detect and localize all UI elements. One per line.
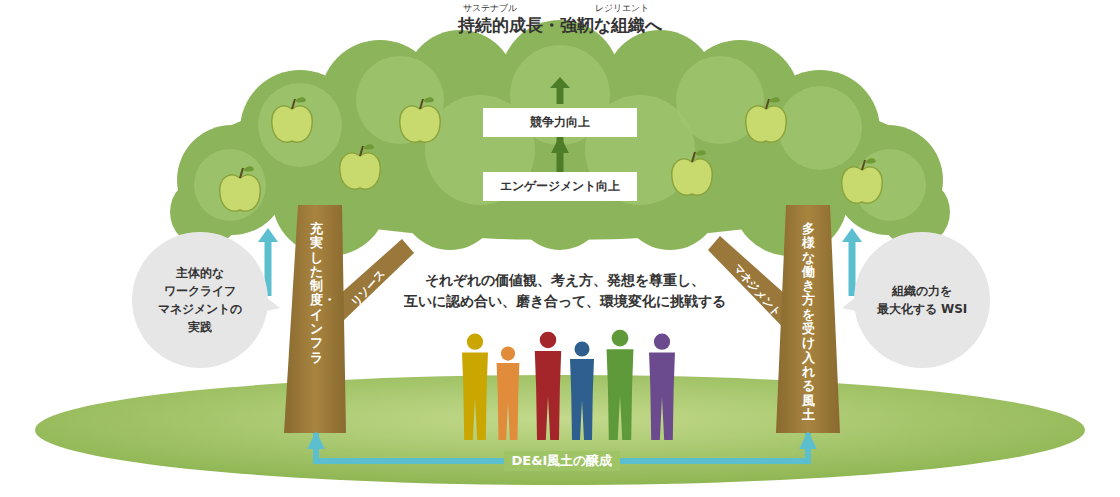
node-text: エンゲージメント向上 — [500, 178, 620, 195]
apple-body — [672, 159, 712, 195]
up-arrow-head — [550, 77, 570, 88]
canopy-highlight — [194, 149, 266, 221]
right-trunk — [776, 205, 840, 433]
apple-leaf — [363, 144, 374, 149]
person-silhouette — [462, 334, 488, 440]
apple-leaf — [243, 166, 254, 171]
apple — [672, 150, 712, 195]
trunk-label: 充実した制度・インフラ — [290, 210, 342, 433]
apple-body — [842, 167, 882, 203]
apple — [340, 144, 380, 189]
apple — [842, 158, 882, 203]
person-silhouette — [607, 330, 634, 440]
result-box: エンゲージメント向上 — [483, 172, 637, 201]
trunk-label: 多様な働き方を受け入れる風土 — [782, 210, 834, 433]
person-silhouette — [570, 342, 594, 441]
circle-fill — [132, 232, 268, 368]
ruby: レジリエント — [592, 2, 652, 15]
apple — [272, 97, 312, 142]
person-head — [540, 332, 557, 349]
canopy — [170, 20, 950, 256]
apple-stem — [292, 99, 295, 109]
person-head — [612, 330, 629, 347]
speech-circle: 主体的な ワークライフ マネジメントの 実践 — [132, 232, 268, 368]
person-head — [501, 346, 515, 360]
apple-leaf — [423, 97, 434, 102]
person-silhouette — [497, 346, 520, 440]
person-silhouette — [535, 332, 561, 440]
apples — [220, 97, 882, 211]
ruby: サステナブル — [455, 2, 525, 15]
apple — [746, 97, 786, 142]
apple-stem — [692, 152, 695, 162]
up-arrow-shaft — [849, 240, 856, 296]
speech-circle: 組織の力を 最大化する WSI — [854, 232, 990, 368]
apple-body — [400, 106, 440, 142]
apple-body — [340, 153, 380, 189]
apple-body — [272, 106, 312, 142]
apple-stem — [420, 99, 423, 109]
person-body — [462, 353, 488, 440]
person-body — [570, 359, 594, 440]
person-head — [467, 334, 483, 350]
canopy-highlight — [258, 83, 342, 167]
up-arrow-shaft — [557, 86, 564, 104]
person-head — [654, 334, 670, 350]
node-text: 主体的な ワークライフ マネジメントの 実践 — [145, 264, 255, 336]
apple-leaf — [769, 97, 780, 102]
node-text: 組織の力を 最大化する WSI — [867, 282, 977, 318]
node-text: 多様な働き方を受け入れる風土 — [802, 222, 815, 422]
circle-shape — [854, 232, 990, 368]
apple-body — [746, 106, 786, 142]
title: 持続的成長・強靭な組織へ — [0, 14, 1120, 37]
apple-leaf — [865, 158, 876, 163]
person-body — [535, 351, 561, 440]
ground — [35, 375, 1085, 485]
apple-leaf — [695, 150, 706, 155]
canopy-highlight — [356, 56, 444, 144]
left-trunk — [284, 205, 346, 433]
apple-body — [220, 175, 260, 211]
up-arrow-head — [842, 228, 862, 242]
person-head — [575, 342, 590, 357]
apple-stem — [360, 146, 363, 156]
apple-stem — [766, 99, 769, 109]
apple — [400, 97, 440, 142]
result-box: 競争力向上 — [483, 108, 637, 137]
apple — [220, 166, 260, 211]
canopy-highlight — [778, 86, 862, 170]
edge-label: DE&I風土の醸成 — [504, 451, 621, 471]
node-text: 競争力向上 — [530, 114, 590, 131]
arrow-connector — [557, 137, 564, 172]
apple-stem — [240, 168, 243, 178]
circle-shape — [132, 232, 268, 368]
person-body — [497, 363, 520, 440]
person-body — [649, 353, 675, 440]
apple-leaf — [295, 97, 306, 102]
up-arrow-head — [258, 228, 278, 242]
node-text: 充実した制度・インフラ — [310, 222, 323, 365]
people — [462, 330, 675, 440]
message-text: それぞれの価値観、考え方、発想を尊重し、 互いに認め合い、磨き合って、環境変化に… — [390, 270, 740, 312]
circle-fill — [854, 232, 990, 368]
person-silhouette — [649, 334, 675, 440]
apple-stem — [862, 160, 865, 170]
person-body — [607, 349, 634, 440]
